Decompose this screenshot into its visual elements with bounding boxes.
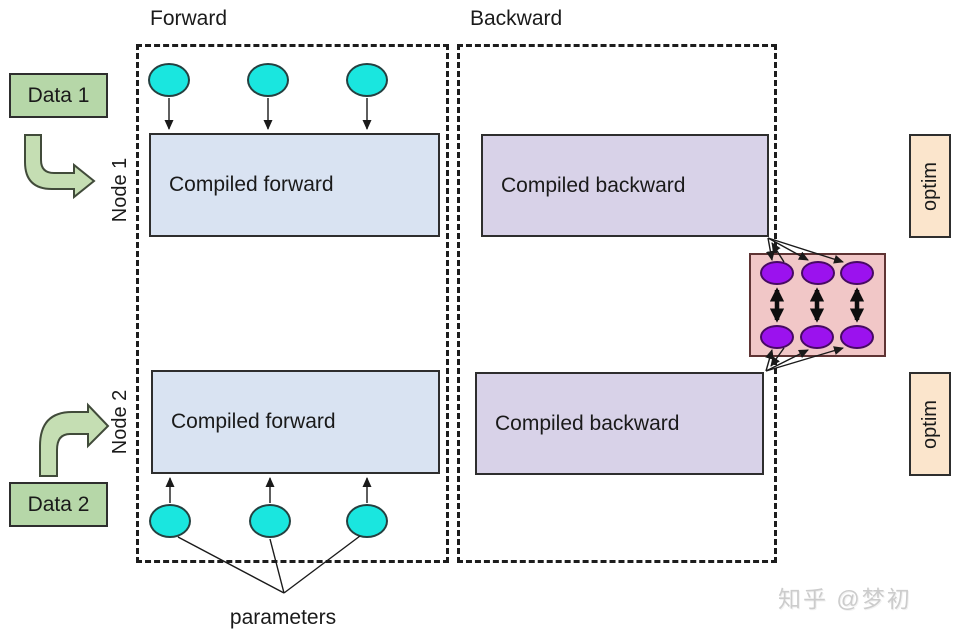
- data2-box: Data 2: [9, 482, 108, 527]
- forward-region-title: Forward: [150, 7, 228, 30]
- compiled-forward-node1-label: Compiled forward: [169, 173, 334, 196]
- param-ellipse: [249, 504, 291, 538]
- optim-node1-label: optim: [918, 161, 941, 211]
- data2-label: Data 2: [27, 492, 90, 516]
- data1-flow-arrow: [24, 134, 96, 200]
- param-ellipse: [346, 504, 388, 538]
- parameters-label: parameters: [229, 606, 337, 629]
- param-ellipse: [148, 63, 190, 97]
- compiled-forward-node1-box: Compiled forward: [149, 133, 440, 237]
- data2-flow-arrow: [39, 402, 110, 477]
- data1-label: Data 1: [27, 83, 90, 107]
- compiled-backward-node2-label: Compiled backward: [495, 411, 680, 435]
- data1-box: Data 1: [9, 73, 108, 118]
- compiled-backward-node2-box: Compiled backward: [475, 372, 764, 475]
- gradient-ellipse: [840, 261, 874, 285]
- compiled-forward-node2-box: Compiled forward: [151, 370, 440, 474]
- optim-node2-label: optim: [918, 399, 941, 449]
- optim-node1-box: optim: [909, 134, 951, 238]
- gradient-ellipse: [801, 261, 835, 285]
- node2-label: Node 2: [108, 389, 131, 455]
- watermark: 知乎 @梦初: [778, 586, 912, 612]
- forward-region-box: [136, 44, 449, 563]
- param-ellipse: [346, 63, 388, 97]
- backward-region-title: Backward: [470, 7, 563, 30]
- node1-label: Node 1: [108, 157, 131, 223]
- param-ellipse: [149, 504, 191, 538]
- compiled-backward-node1-label: Compiled backward: [501, 173, 686, 197]
- optim-node2-box: optim: [909, 372, 951, 476]
- backward-region-box: [457, 44, 777, 563]
- gradient-ellipse: [840, 325, 874, 349]
- gradient-ellipse: [760, 325, 794, 349]
- gradient-ellipse: [800, 325, 834, 349]
- param-ellipse: [247, 63, 289, 97]
- gradient-ellipse: [760, 261, 794, 285]
- compiled-backward-node1-box: Compiled backward: [481, 134, 769, 237]
- compiled-forward-node2-label: Compiled forward: [171, 410, 336, 433]
